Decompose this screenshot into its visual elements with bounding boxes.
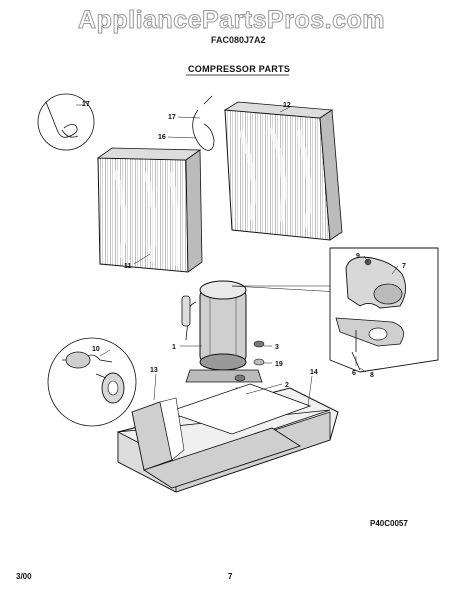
callout-16: 16 [158, 134, 166, 141]
footer-date: 3/00 [16, 572, 32, 581]
callout-1: 1 [172, 344, 176, 351]
callout-11: 11 [124, 263, 132, 270]
model-number: FAC080J7A2 [211, 35, 266, 45]
capillary-tube-coil [192, 95, 215, 151]
callout-19: 19 [275, 361, 283, 368]
leader-lines [76, 104, 399, 407]
leader-detail-overload [231, 285, 341, 293]
callout-14: 14 [310, 369, 318, 376]
drawing-number: P40C0057 [370, 519, 408, 528]
base-frame [131, 397, 302, 489]
callout-2: 2 [285, 382, 289, 389]
watermark-logo: AppliancePartsPros.com [78, 6, 385, 35]
detail-capillary-tube [37, 93, 95, 151]
callout-8: 8 [370, 372, 374, 379]
detail-grommet [47, 337, 137, 427]
callout-10: 10 [92, 346, 100, 353]
callout-17: 17 [168, 114, 176, 121]
callout-12: 12 [283, 102, 291, 109]
callout-3: 3 [275, 344, 279, 351]
callout-17-detail: 17 [82, 101, 90, 108]
callout-6: 6 [352, 370, 356, 377]
section-title: COMPRESSOR PARTS [188, 64, 291, 74]
callout-7: 7 [402, 263, 406, 270]
compressor [181, 280, 263, 383]
callout-9: 9 [356, 253, 360, 260]
detail-terminal-cover [329, 247, 439, 373]
condenser-coil [223, 101, 343, 241]
evaporator-coil [96, 147, 203, 273]
callout-13: 13 [150, 367, 158, 374]
footer-page-number: 7 [228, 572, 233, 581]
